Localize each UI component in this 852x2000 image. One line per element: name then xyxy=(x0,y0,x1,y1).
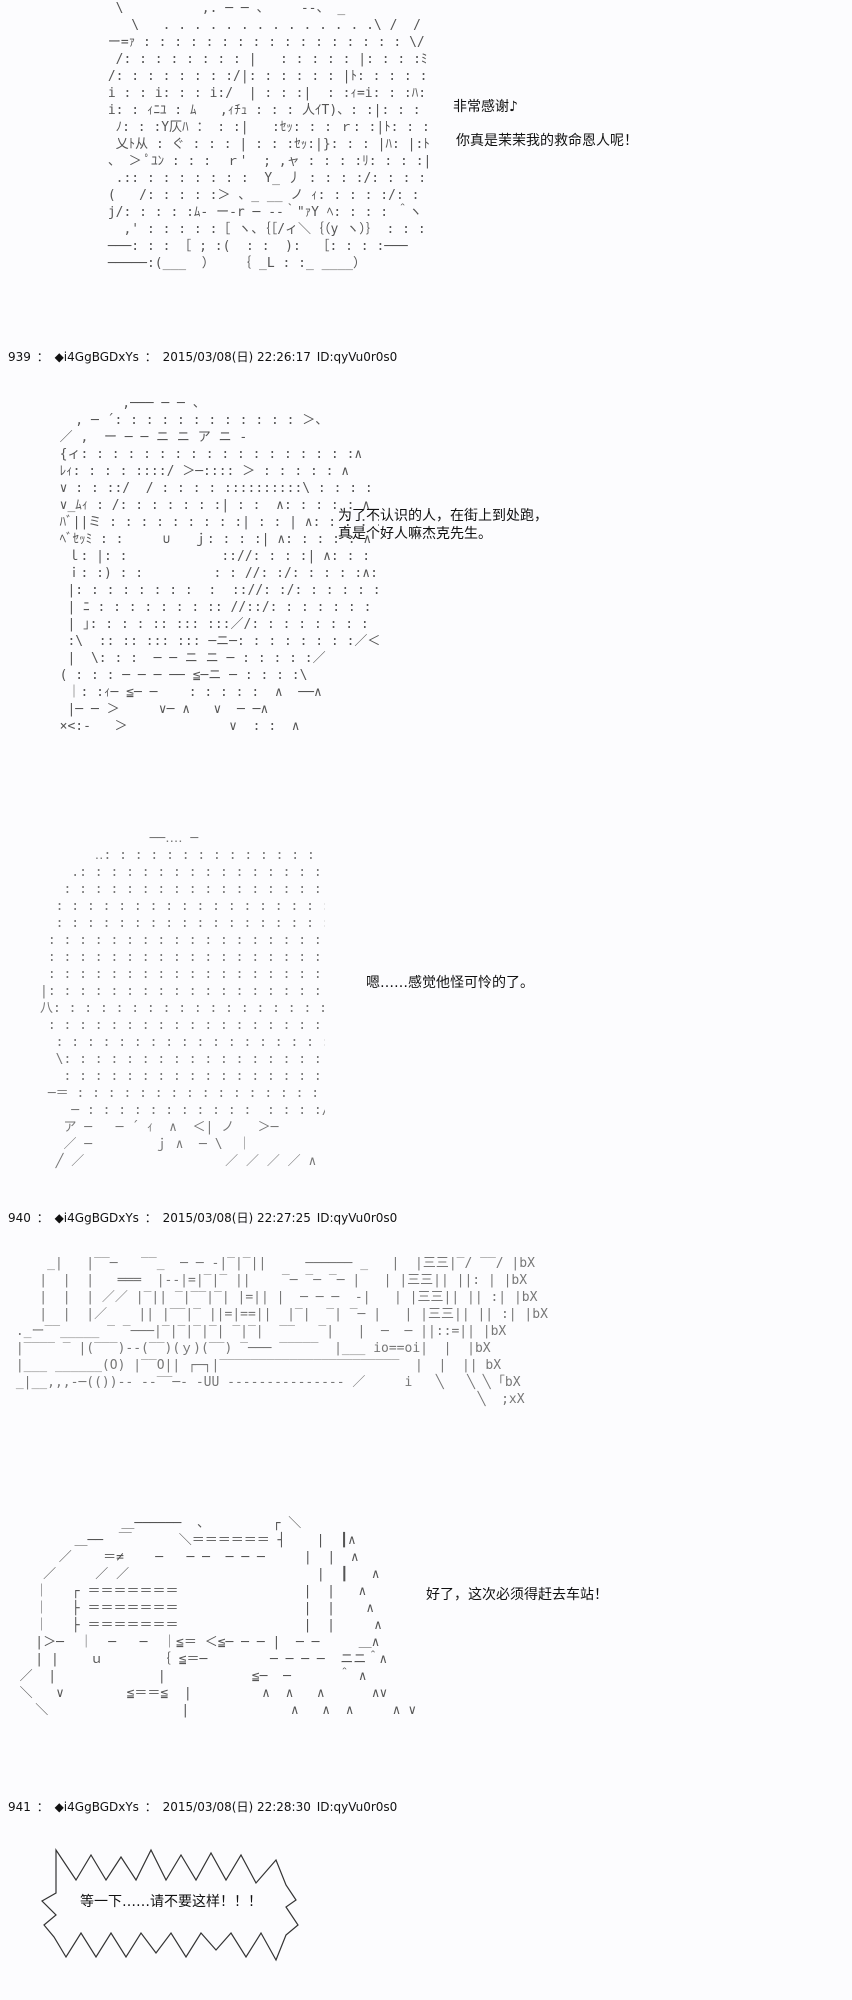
post-header-941: 941 ： ◆i4GgBGDxYs ： 2015/03/08(日) 22:28:… xyxy=(8,1798,399,1815)
post-number: 939 xyxy=(8,350,31,364)
post-id: ID:qyVu0r0s0 xyxy=(316,1800,398,1814)
ascii-art-girl-hat-icon: \ ,. ─ ─ 、 ‐-、 _ \ . . . . . . . . . . .… xyxy=(107,1,430,271)
dialog-5-line-1: 等一下……请不要这样！！！ xyxy=(80,1894,262,1910)
post-separator: ： xyxy=(36,1211,49,1225)
post-trip: ◆i4GgBGDxYs xyxy=(54,1800,139,1814)
dialog-1-line-1: 非常感谢♪ xyxy=(453,99,518,115)
post-number: 940 xyxy=(8,1211,31,1225)
post-separator: ： xyxy=(144,350,157,364)
post-datetime: 2015/03/08(日) 22:26:17 xyxy=(162,350,311,364)
post-header-939: 939 ： ◆i4GgBGDxYs ： 2015/03/08(日) 22:26:… xyxy=(8,348,399,365)
post-separator: ： xyxy=(144,1211,157,1225)
post-trip: ◆i4GgBGDxYs xyxy=(54,350,139,364)
post-trip: ◆i4GgBGDxYs xyxy=(54,1211,139,1225)
dialog-2-line-1: 为了不认识的人，在街上到处跑， xyxy=(338,508,548,524)
post-number: 941 xyxy=(8,1800,31,1814)
post-separator: ： xyxy=(36,1800,49,1814)
post-header-940: 940 ： ◆i4GgBGDxYs ： 2015/03/08(日) 22:27:… xyxy=(8,1209,399,1226)
post-id: ID:qyVu0r0s0 xyxy=(316,1211,398,1225)
post-id: ID:qyVu0r0s0 xyxy=(316,350,398,364)
post-datetime: 2015/03/08(日) 22:28:30 xyxy=(162,1800,311,1814)
ascii-art-running-girl-icon: ＿────── 、 ┌ ＼ ＿── ￣ ＼＝＝＝＝＝＝ ┤ | ┃∧ ／ ＝≠ … xyxy=(19,1516,417,1718)
post-datetime: 2015/03/08(日) 22:27:25 xyxy=(162,1211,311,1225)
ascii-art-street-scene-icon: _| |‾‾─ ‾‾_ ─ ─ ‐|‾|‾|| ────── _ | |三三|‾… xyxy=(15,1256,548,1407)
shout-bubble: 等一下……请不要这样！！！ xyxy=(36,1845,336,1965)
post-separator: ： xyxy=(144,1800,157,1814)
dialog-4-line-1: 好了，这次必须得赶去车站！ xyxy=(426,1587,608,1603)
dialog-3-line-1: 嗯……感觉他怪可怜的了。 xyxy=(366,975,534,991)
dialog-2-line-2: 真是个好人嘛杰克先生。 xyxy=(338,526,492,542)
dialog-1-line-2: 你真是茉茉我的救命恩人呢！ xyxy=(456,133,638,149)
spiky-speech-bubble-icon xyxy=(41,1848,299,1962)
ascii-art-long-hair-girl-icon: ,─── ─ ─ 、 , ─ ´: : : : : : : : : : : : … xyxy=(59,396,379,734)
post-separator: ： xyxy=(36,350,49,364)
ascii-art-girl-back-icon: ──‥‥ ─ ‥: : : : : : : : : : : : : : . .:… xyxy=(40,831,325,1169)
